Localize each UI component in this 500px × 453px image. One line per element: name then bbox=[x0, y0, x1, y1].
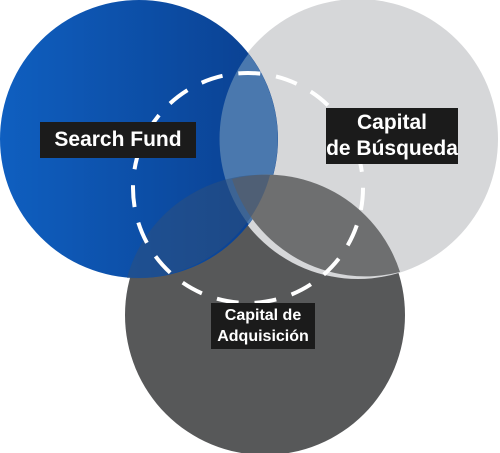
overlap-light-dark bbox=[232, 174, 400, 277]
label-capital-busqueda-line-2: de Búsqueda bbox=[326, 137, 458, 160]
label-capital-busqueda-line-1: Capital bbox=[356, 111, 427, 134]
label-search-fund-text: Search Fund bbox=[54, 128, 182, 151]
label-capital-adquisicion-line-1: Capital de bbox=[224, 307, 302, 324]
label-capital-adquisicion: Capital de Adquisición bbox=[211, 303, 315, 349]
overlap-blue-dark bbox=[127, 174, 270, 279]
label-search-fund: Search Fund bbox=[40, 122, 196, 158]
label-capital-busqueda: Capital de Búsqueda bbox=[326, 108, 458, 164]
label-capital-adquisicion-line-2: Adquisición bbox=[217, 328, 309, 345]
dashed-ring bbox=[131, 71, 365, 305]
